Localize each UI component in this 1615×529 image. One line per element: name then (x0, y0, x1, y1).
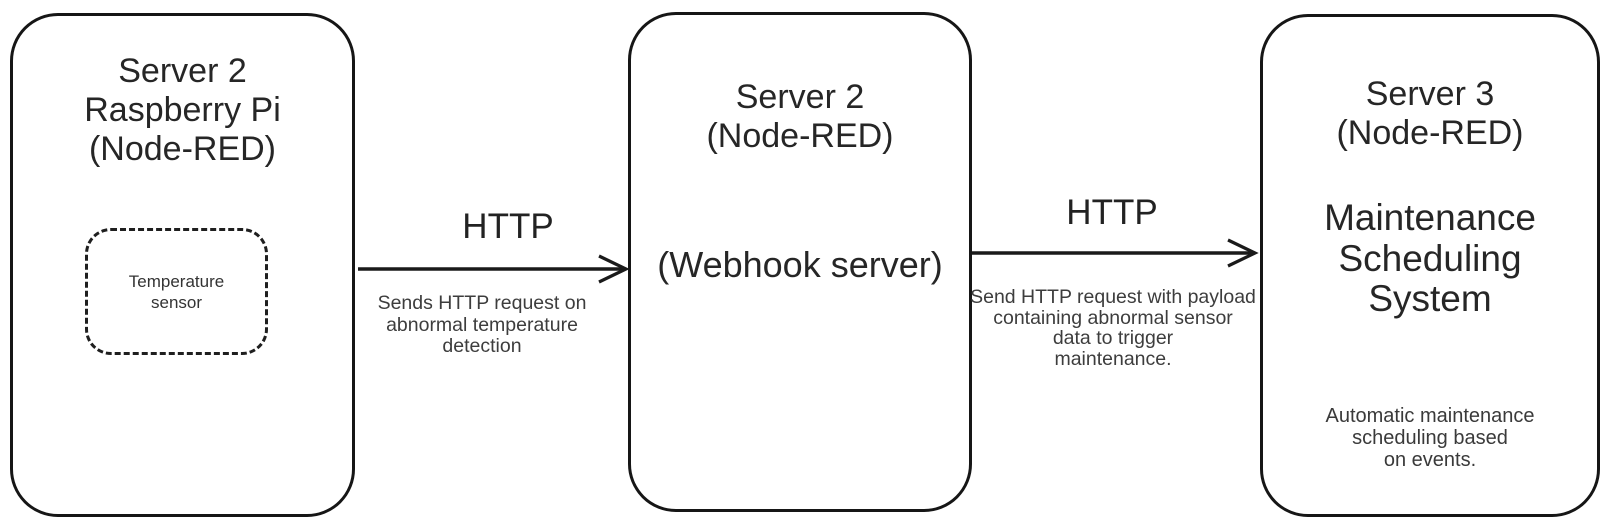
maintenance-scheduling-subtitle: Maintenance Scheduling System (1324, 197, 1536, 319)
node-server3-title: Server 3 (Node-RED) (1336, 75, 1524, 152)
temperature-sensor-node: Temperature sensor (85, 228, 268, 355)
node-server2-raspberry-pi-title: Server 2 Raspberry Pi (Node-RED) (84, 52, 281, 168)
edge-description-2: Send HTTP request with payload containin… (970, 286, 1256, 370)
arrow-2 (972, 238, 1259, 268)
node-server3-maintenance: Server 3 (Node-RED) Maintenance Scheduli… (1260, 14, 1600, 517)
http-label-1: HTTP (462, 207, 554, 246)
http-label-2: HTTP (1066, 193, 1158, 232)
maintenance-note: Automatic maintenance scheduling based o… (1325, 405, 1535, 471)
edge-description-1: Sends HTTP request on abnormal temperatu… (377, 292, 587, 357)
temperature-sensor-label: Temperature sensor (128, 271, 225, 312)
node-server2-raspberry-pi: Server 2 Raspberry Pi (Node-RED) Tempera… (10, 13, 355, 517)
node-server2-webhook-title: Server 2 (Node-RED) (706, 78, 894, 155)
node-server2-webhook: Server 2 (Node-RED) (Webhook server) (628, 12, 972, 512)
webhook-server-subtitle: (Webhook server) (657, 244, 943, 285)
arrow-1 (358, 254, 630, 284)
